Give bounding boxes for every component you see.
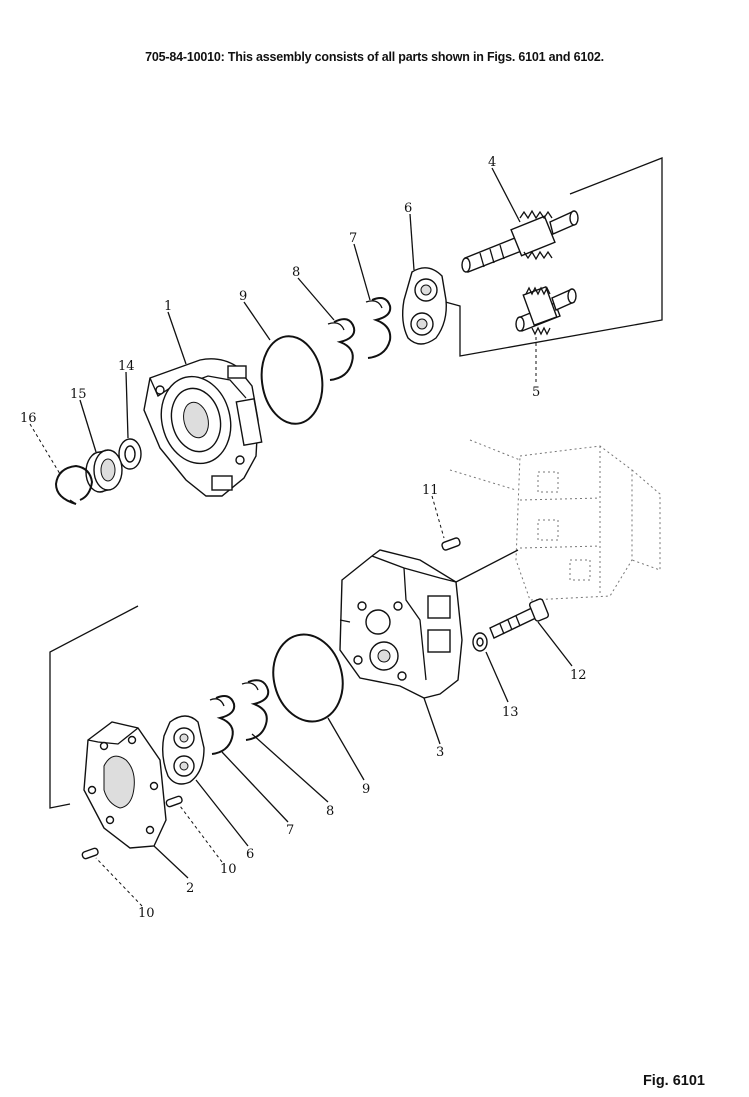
part-11-dowel-pin xyxy=(441,537,461,551)
part-7-seal-upper xyxy=(365,297,392,359)
callout-7-lower: 7 xyxy=(286,823,294,838)
callout-numbers: 1 2 3 4 5 6 6 7 7 8 8 9 9 10 10 11 12 13… xyxy=(20,155,587,921)
callout-14: 14 xyxy=(118,359,135,374)
ghost-pump-body xyxy=(449,439,661,601)
figure-label: Fig. 6101 xyxy=(642,1073,705,1089)
callout-11: 11 xyxy=(422,483,439,498)
lower-bracket-line xyxy=(49,605,139,809)
upper-bracket-line xyxy=(437,157,663,357)
part-8-seal-lower xyxy=(241,679,270,741)
part-13-washer xyxy=(472,632,488,652)
part-3-gear-case xyxy=(339,549,463,699)
callout-9-lower: 9 xyxy=(362,782,370,797)
callout-6-upper: 6 xyxy=(404,201,412,216)
part-16-snap-ring xyxy=(54,464,94,505)
callout-10-upper: 10 xyxy=(220,862,237,877)
callout-6-lower: 6 xyxy=(246,847,254,862)
part-7-seal-lower xyxy=(209,695,236,755)
leader-lines xyxy=(29,167,573,907)
callout-15: 15 xyxy=(70,387,87,402)
callout-1: 1 xyxy=(164,299,172,314)
connector-line-case xyxy=(455,549,519,583)
callout-13: 13 xyxy=(502,705,519,720)
part-4-drive-shaft xyxy=(461,209,579,273)
callout-9-upper: 9 xyxy=(239,289,247,304)
callout-5: 5 xyxy=(532,385,540,400)
part-5-driven-gear xyxy=(515,285,577,336)
callout-8-lower: 8 xyxy=(326,804,334,819)
callout-10-lower: 10 xyxy=(138,906,155,921)
part-9-oring-upper xyxy=(260,335,324,425)
callout-4: 4 xyxy=(488,155,496,170)
part-15-oil-seal xyxy=(85,449,123,493)
part-14-washer xyxy=(118,438,142,470)
part-9-oring-lower xyxy=(272,633,344,723)
part-12-bolt xyxy=(489,598,550,639)
callout-8-upper: 8 xyxy=(292,265,300,280)
part-6-bushing-plate-upper xyxy=(401,267,447,345)
callout-12: 12 xyxy=(570,668,587,683)
part-6-bushing-plate-lower xyxy=(161,715,205,785)
callout-7-upper: 7 xyxy=(349,231,357,246)
part-2-rear-cover xyxy=(83,721,167,849)
callout-2: 2 xyxy=(186,881,194,896)
part-1-front-housing xyxy=(143,358,263,497)
callout-3: 3 xyxy=(436,745,444,760)
part-10-dowel-pins xyxy=(81,795,183,860)
assembly-note: 705-84-10010: This assembly consists of … xyxy=(145,50,604,64)
callout-16: 16 xyxy=(20,411,37,426)
part-8-seal-upper xyxy=(327,318,356,381)
